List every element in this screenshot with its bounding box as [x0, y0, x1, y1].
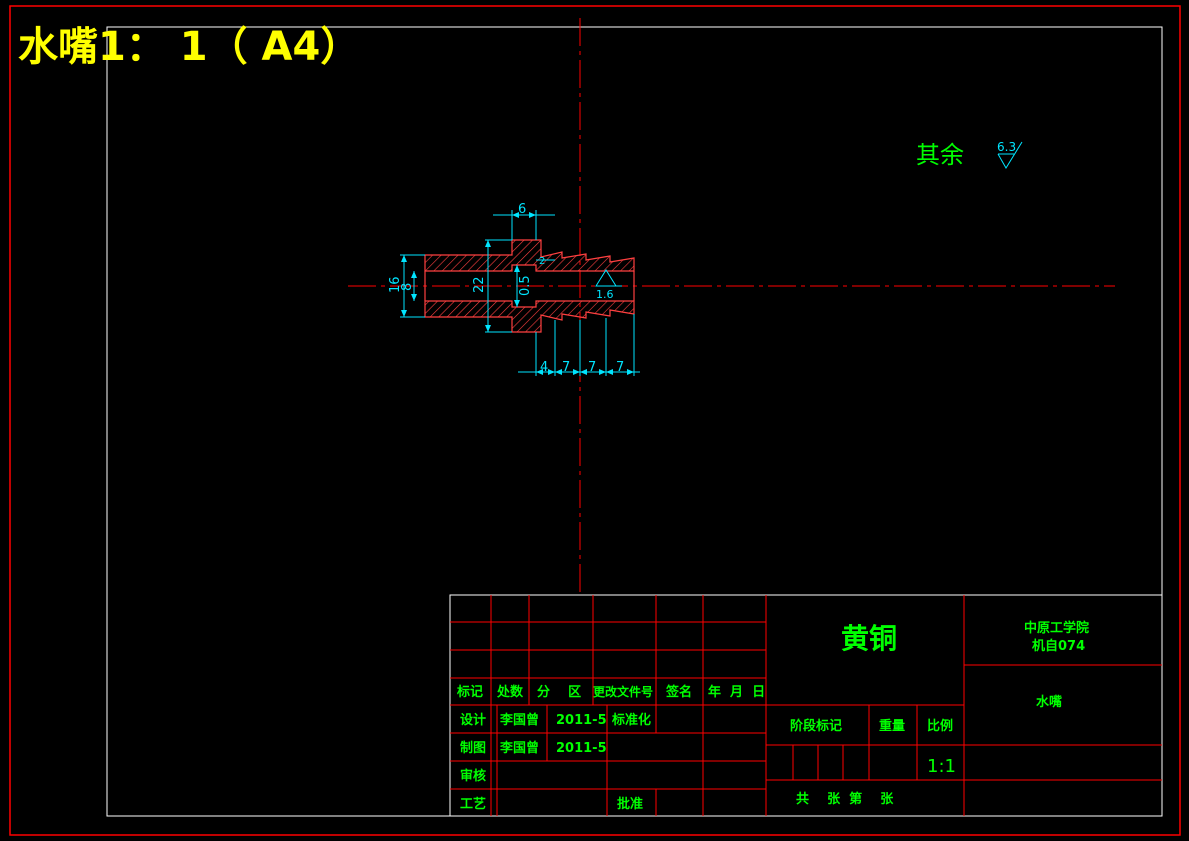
header-mark: 标记 — [456, 684, 483, 700]
scale-label: 比例 — [927, 718, 953, 734]
roughness-note-value: 6.3 — [997, 140, 1016, 154]
dim-bore-diameter: 0.5 — [518, 275, 533, 296]
sheet-info: 共 张 第 张 — [796, 791, 894, 807]
dim-outer-diameter: 16 — [388, 276, 403, 293]
class-name: 机自074 — [1032, 638, 1085, 654]
sheet-title: 水嘴1： 1（ A4） — [18, 24, 360, 70]
design-date: 2011-5 — [556, 713, 607, 728]
stage-mark-label: 阶段标记 — [790, 718, 842, 734]
dim-seg2: 7 — [562, 360, 570, 375]
part-name: 水嘴 — [1036, 694, 1062, 710]
material: 黄铜 — [841, 622, 897, 655]
dim-seg3: 7 — [588, 360, 596, 375]
process-label: 工艺 — [460, 796, 486, 812]
dim-seg4: 7 — [616, 360, 624, 375]
header-zone: 分 区 — [537, 684, 581, 700]
draw-date: 2011-5 — [556, 741, 607, 756]
draw-label: 制图 — [460, 740, 486, 756]
dim-seg1: 4 — [540, 360, 548, 375]
dim-small-ring: 2 — [539, 256, 545, 267]
design-name: 李国曾 — [499, 712, 539, 728]
design-label: 设计 — [460, 712, 486, 728]
dim-inner-diameter: 8 — [400, 283, 415, 291]
header-count: 处数 — [496, 684, 524, 700]
outer-border — [9, 5, 1181, 836]
weight-label: 重量 — [879, 718, 905, 734]
standardize-label: 标准化 — [611, 712, 651, 728]
school-name: 中原工学院 — [1024, 620, 1089, 636]
header-date: 年 月 日 — [708, 684, 765, 700]
dim-flange-diameter: 22 — [472, 276, 487, 293]
part-section — [424, 239, 635, 333]
draw-name: 李国曾 — [499, 740, 539, 756]
header-change-doc: 更改文件号 — [593, 684, 653, 699]
section-upper — [424, 239, 635, 272]
roughness-symbol-icon — [997, 141, 1023, 169]
roughness-note-label: 其余 — [916, 141, 964, 169]
dim-top-width: 6 — [518, 202, 526, 217]
header-signature: 签名 — [665, 684, 692, 700]
review-label: 审核 — [460, 768, 486, 784]
dimension-lines — [400, 210, 640, 376]
section-lower — [424, 300, 635, 333]
title-block: 黄铜 中原工学院 机自074 水嘴 阶段标记 重量 比例 1:1 共 张 第 张… — [449, 594, 1163, 817]
approve-label: 批准 — [617, 796, 643, 812]
scale-value: 1:1 — [927, 756, 956, 777]
dim-inner-roughness: 1.6 — [596, 288, 614, 301]
